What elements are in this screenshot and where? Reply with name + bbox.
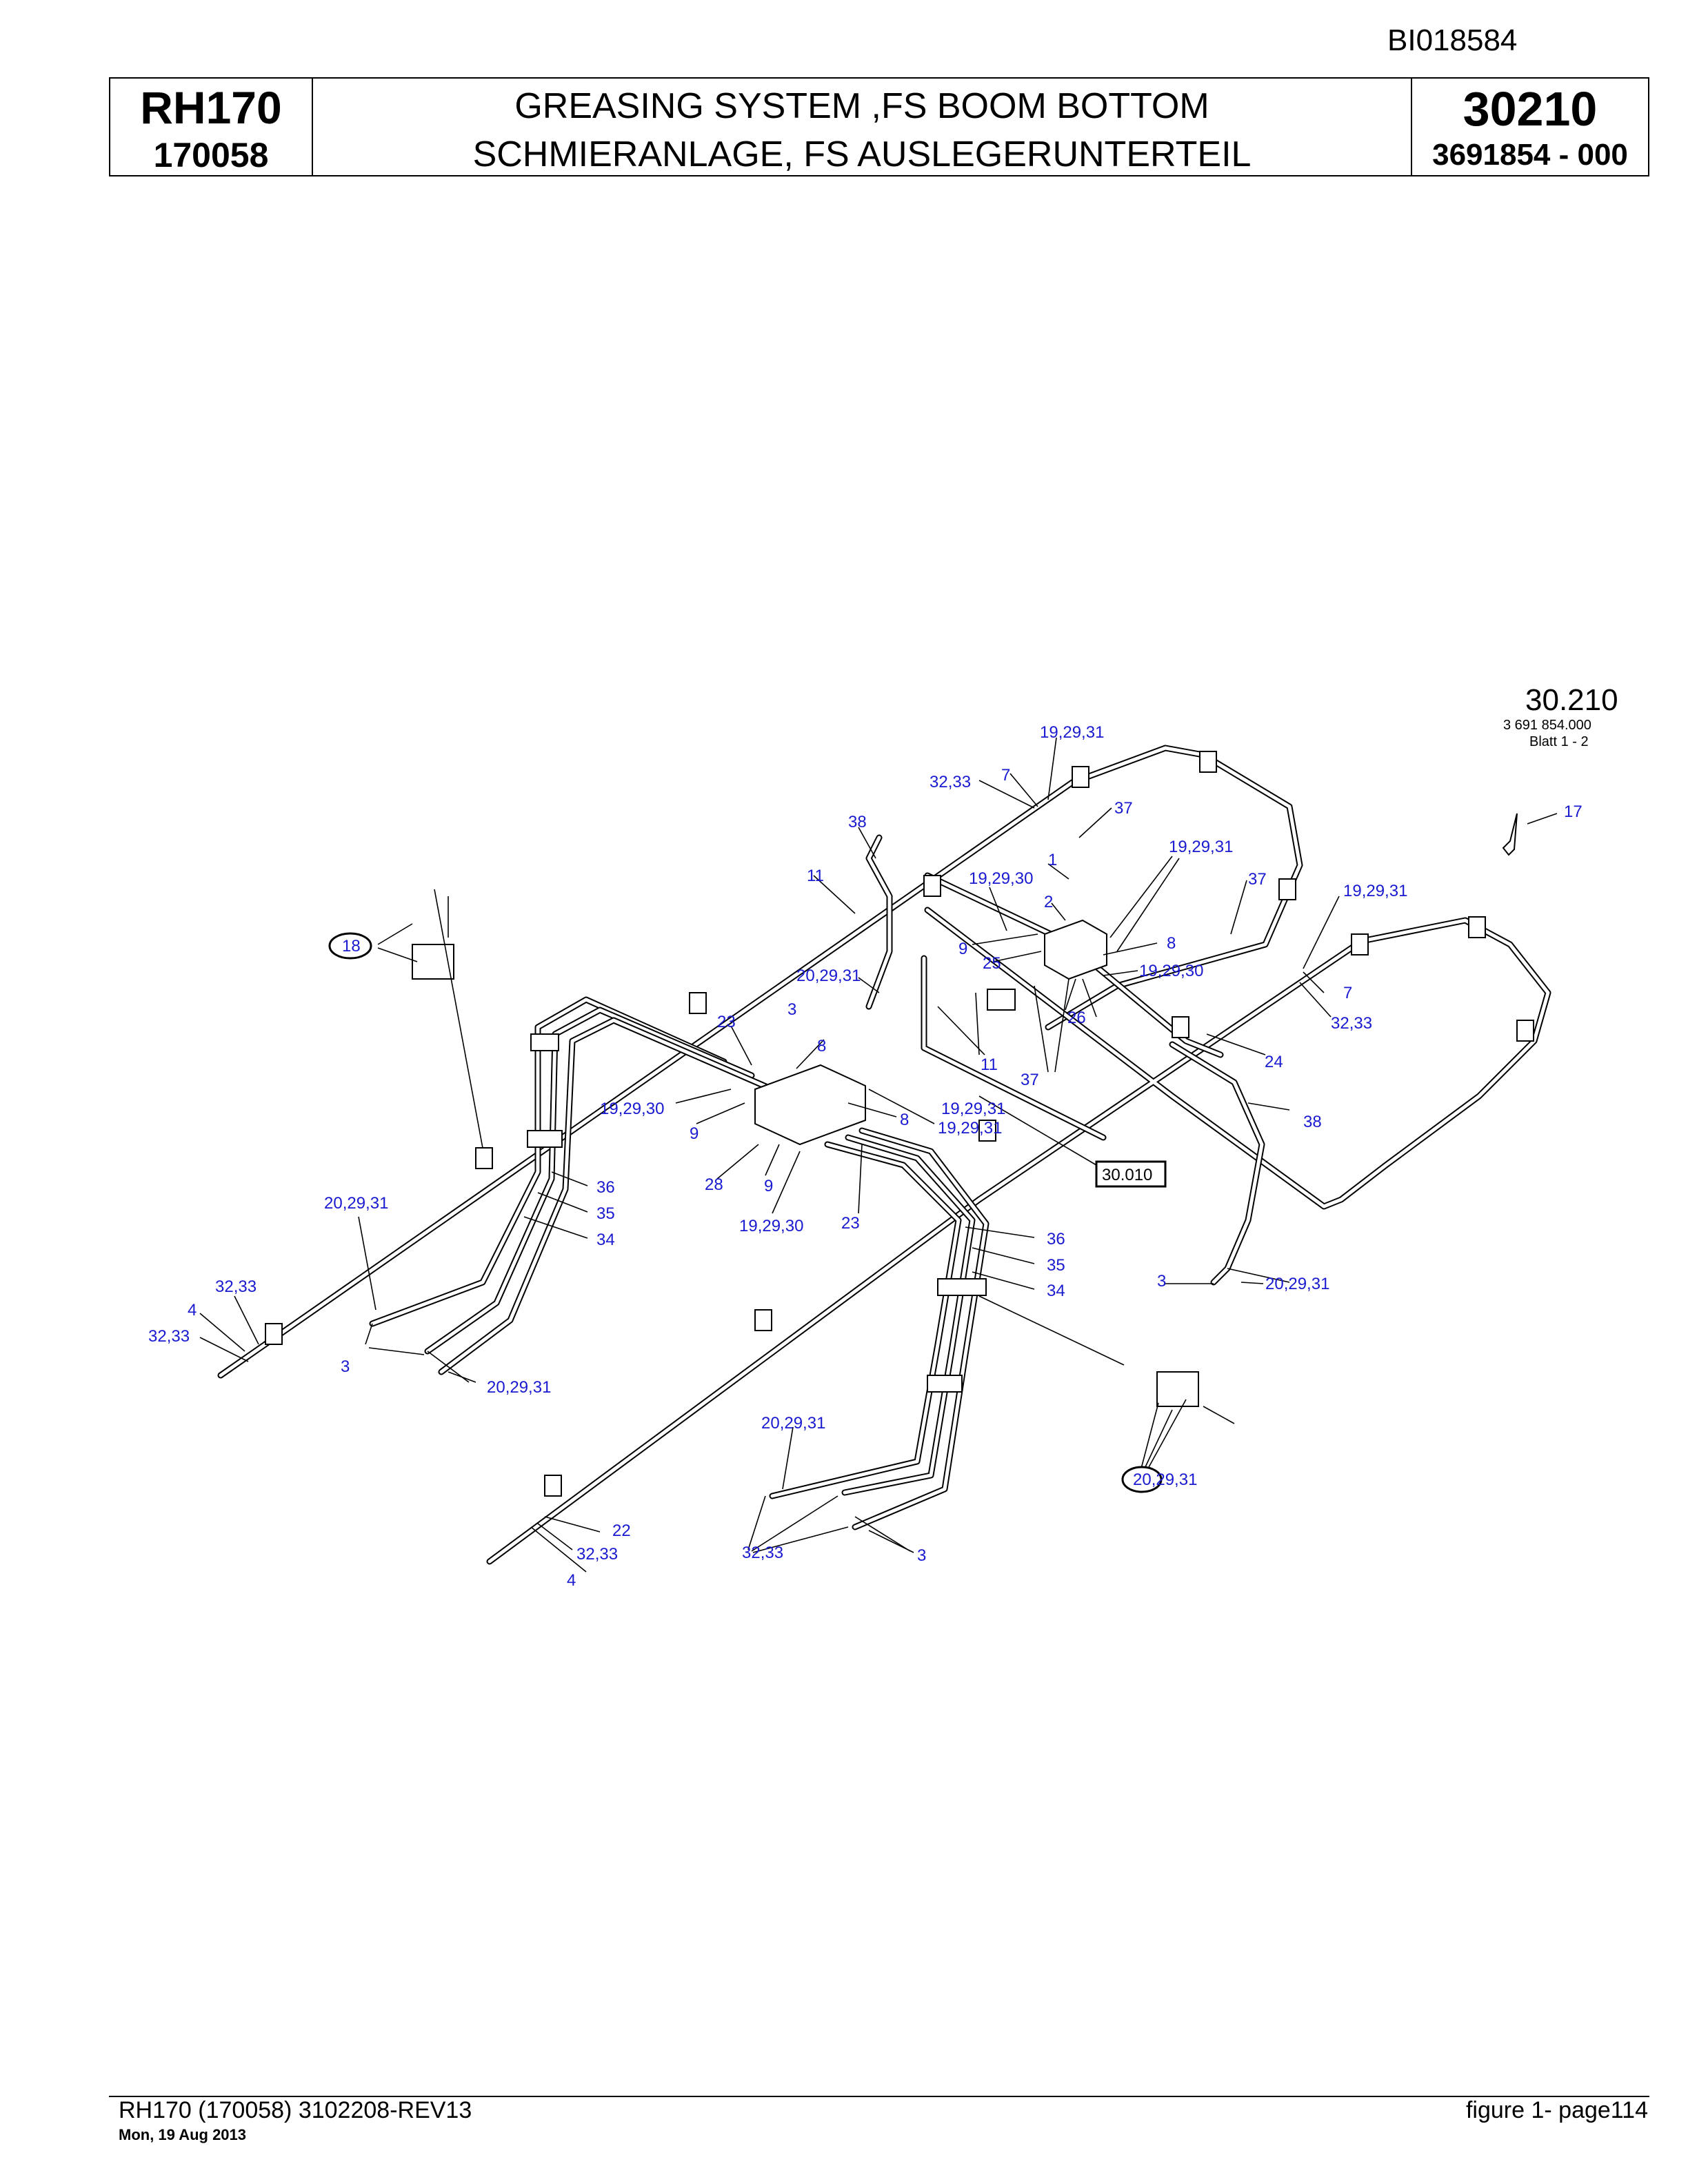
callout: 20,29,31 [761,1414,825,1433]
grease-fitting-17 [1502,813,1518,856]
group-number: 30210 [1463,82,1598,136]
callout: 4 [567,1571,576,1590]
callout: 17 [1564,802,1582,821]
callout: 9 [690,1124,699,1143]
callout: 32,33 [215,1277,257,1296]
callout: 4 [188,1301,197,1320]
callout: 19,29,30 [969,869,1033,888]
callout: 24 [1265,1053,1283,1071]
callout: 32,33 [148,1327,190,1346]
callout: 19,29,30 [739,1217,803,1235]
callout: 37 [1021,1071,1039,1089]
sheet-id: 30.210 [1525,683,1618,717]
callout: 32,33 [576,1545,618,1564]
circled-callout-18 [328,932,372,960]
center-bracket [987,989,1016,1011]
callout: 35 [596,1204,615,1223]
callout: 32,33 [1331,1014,1372,1033]
footer-document-ref: RH170 (170058) 3102208-REV13 [119,2097,472,2123]
callout: 20,29,31 [1133,1470,1197,1489]
clamp-part-22 [1156,1371,1199,1407]
pipe-network [217,745,1551,1565]
main-distributor-block [754,1064,866,1146]
callout: 20,29,31 [487,1378,551,1397]
callout: 37 [1114,799,1133,818]
sheet-page: Blatt 1 - 2 [1529,734,1589,749]
callout: 2 [1044,893,1053,911]
callout: 11 [981,1055,998,1074]
callout: 8 [900,1111,909,1129]
machine-model: RH170 [140,82,282,133]
callout: 34 [1047,1282,1065,1300]
callout: 19,29,31 [1169,838,1233,856]
title-english: GREASING SYSTEM ,FS BOOM BOTTOM [514,86,1209,126]
callout: 3 [787,1000,796,1019]
callout: 19,29,31 [941,1100,1005,1118]
callout: 36 [596,1178,615,1197]
sheet-number: 3 691 854.000 [1503,718,1591,733]
machine-serial: 170058 [153,136,269,174]
greasing-system-drawing: 30.210 3 691 854.000 Blatt 1 - 2 [148,683,1618,1590]
upper-distributor-block [1044,919,1107,980]
document-id: BI018584 [1387,23,1518,57]
callout: 9 [764,1177,773,1195]
footer-date: Mon, 19 Aug 2013 [119,2126,247,2143]
distributor-blocks [412,813,1518,1424]
callout: 36 [1047,1230,1065,1248]
exploded-diagram: 30.210 3 691 854.000 Blatt 1 - 2 [0,620,1688,1655]
callout: 20,29,31 [796,967,861,985]
reference-box-30010[interactable] [1095,1160,1167,1188]
callout: 19,29,30 [1139,962,1203,980]
title-german: SCHMIERANLAGE, FS AUSLEGERUNTERTEIL [472,134,1252,174]
callout: 7 [1343,984,1352,1002]
part-number: 3691854 - 000 [1432,138,1628,172]
reference-box-label: 30.010 [1102,1166,1152,1184]
callout: 9 [958,940,967,958]
callout: 19,29,30 [600,1100,664,1118]
callout: 8 [817,1037,826,1055]
callout: 3 [917,1546,926,1565]
callout-labels: 19,29,31 32,33 7 37 38 19,29,31 11 1 19,… [148,723,1582,1590]
callout: 26 [1067,1009,1086,1027]
callout: 19,29,31 [1040,723,1104,742]
callout: 23 [717,1013,736,1031]
footer-page-ref: figure 1- page114 [1465,2097,1648,2123]
callout: 20,29,31 [324,1194,388,1213]
callout: 18 [342,937,361,956]
header-table: RH170 170058 GREASING SYSTEM ,FS BOOM BO… [109,77,1649,176]
pipe-clamps [265,751,1534,1497]
callout: 25 [983,954,1001,973]
callout: 34 [596,1231,615,1249]
callout: 32,33 [930,773,971,791]
callout: 1 [1048,851,1057,869]
callout: 7 [1001,766,1010,785]
callout: 11 [807,867,824,885]
clamp-part-18 [412,944,454,980]
callout: 32,33 [742,1544,783,1562]
callout: 38 [1303,1113,1322,1131]
callout: 8 [1167,934,1176,953]
callout: 28 [705,1175,723,1194]
circled-callout-22 [1121,1466,1163,1493]
footer-rule [109,2096,1649,2097]
header-group-cell: 30210 3691854 - 000 [1412,79,1648,175]
callout: 3 [341,1357,350,1376]
callout: 37 [1248,870,1267,889]
callout: 23 [841,1214,860,1233]
callout: 38 [848,813,867,831]
callout: 3 [1157,1272,1166,1291]
callout: 19,29,31 [938,1119,1002,1138]
callout: 22 [612,1521,631,1540]
leader-lines [199,737,1558,1573]
callout: 20,29,31 [1265,1275,1329,1293]
header-title-cell: GREASING SYSTEM ,FS BOOM BOTTOM SCHMIERA… [313,79,1412,175]
callout: 35 [1047,1256,1065,1275]
header-model-cell: RH170 170058 [110,79,313,175]
callout: 19,29,31 [1343,882,1407,900]
